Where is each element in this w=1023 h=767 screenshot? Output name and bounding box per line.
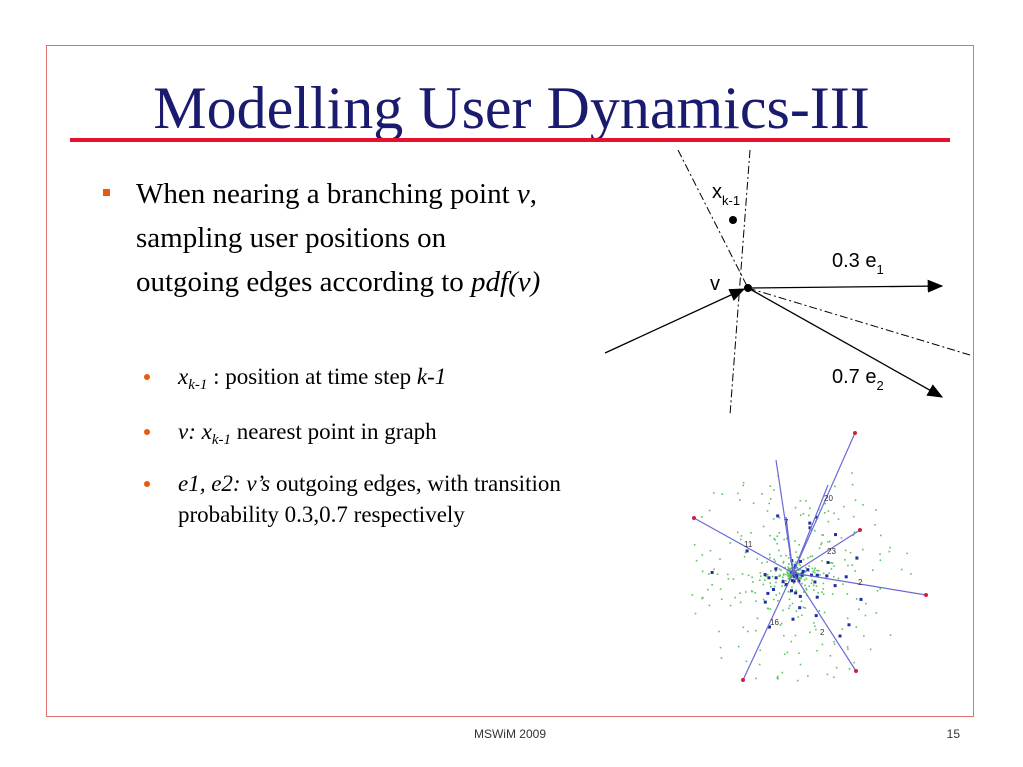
label-e1: 0.3 e bbox=[832, 250, 876, 272]
main-bullet-pdf: pdf(v) bbox=[471, 266, 541, 298]
graph-endpoints bbox=[692, 431, 928, 682]
edge-e1 bbox=[747, 279, 944, 293]
slide-title: Modelling User Dynamics-III bbox=[153, 75, 870, 141]
sub2-lead: v: x bbox=[178, 419, 212, 444]
graph-label-16: 16 bbox=[770, 618, 779, 627]
sub1-x: x bbox=[178, 364, 189, 389]
sample-points bbox=[691, 472, 912, 682]
slide-frame bbox=[46, 45, 974, 717]
label-e2: 0.7 e bbox=[832, 366, 876, 388]
sub2-text: nearest point in graph bbox=[230, 419, 437, 444]
sub1-italic-end: k-1 bbox=[416, 364, 447, 389]
label-xk1-sub: k-1 bbox=[722, 193, 740, 208]
footer-conference: MSWiM 2009 bbox=[473, 727, 547, 741]
edge-e2 bbox=[747, 287, 944, 398]
main-bullet-text: When nearing a branching point v, sampli… bbox=[106, 172, 556, 304]
main-bullet: When nearing a branching point v, sampli… bbox=[103, 172, 556, 304]
graph-sample-plot: 20 7 11 23 2 16 2 bbox=[691, 431, 928, 682]
sub3-text: outgoing edges, with transition probabil… bbox=[178, 471, 561, 527]
point-xk1 bbox=[729, 216, 737, 224]
svg-text:0.7 e2: 0.7 e2 bbox=[832, 366, 884, 393]
branching-diagram: xk-1 v 0.3 e1 0.7 e2 bbox=[604, 150, 971, 415]
sub-bullet-1: xk-1 : position at time step k-1 bbox=[144, 361, 572, 393]
main-bullet-part2: , sampling user positions on outgoing ed… bbox=[136, 178, 538, 298]
main-bullet-v: v bbox=[516, 178, 530, 210]
graph-label-23: 23 bbox=[827, 547, 836, 556]
label-v: v bbox=[710, 273, 720, 295]
label-e1-sub: 1 bbox=[876, 262, 883, 277]
svg-text:0.3 e1: 0.3 e1 bbox=[832, 250, 884, 277]
graph-edge-labels: 20 7 11 23 2 16 2 bbox=[744, 494, 863, 637]
graph-edges bbox=[693, 432, 927, 681]
sub-bullet-3: e1, e2: v’s outgoing edges, with transit… bbox=[144, 468, 572, 530]
sub3-lead: e1, e2: v’s bbox=[178, 471, 271, 496]
svg-text:xk-1: xk-1 bbox=[712, 181, 740, 208]
branch-point-v bbox=[744, 284, 752, 292]
dot-bullet-icon bbox=[144, 374, 150, 380]
graph-label-20: 20 bbox=[824, 494, 833, 503]
boundary-line-1 bbox=[677, 150, 749, 289]
graph-label-11: 11 bbox=[744, 540, 753, 549]
sub1-subscript: k-1 bbox=[188, 377, 208, 393]
dot-bullet-icon bbox=[144, 481, 150, 487]
main-bullet-part1: When nearing a branching point bbox=[136, 178, 517, 210]
sub-bullet-2: v: xk-1 nearest point in graph bbox=[144, 416, 572, 448]
dot-bullet-icon bbox=[144, 429, 150, 435]
graph-label-7: 7 bbox=[784, 518, 789, 527]
square-bullet-icon bbox=[103, 189, 110, 196]
boundary-line-2 bbox=[729, 150, 751, 415]
label-e2-sub: 2 bbox=[876, 378, 883, 393]
label-xk1: x bbox=[712, 181, 722, 203]
footer-page-number: 15 bbox=[946, 727, 960, 741]
sub1-text: : position at time step bbox=[207, 364, 417, 389]
title-underline bbox=[70, 138, 950, 142]
incoming-edge bbox=[604, 288, 746, 354]
graph-label-2a: 2 bbox=[858, 578, 863, 587]
sub2-subscript: k-1 bbox=[211, 432, 231, 448]
graph-label-2b: 2 bbox=[820, 628, 825, 637]
boundary-line-3 bbox=[747, 287, 971, 356]
